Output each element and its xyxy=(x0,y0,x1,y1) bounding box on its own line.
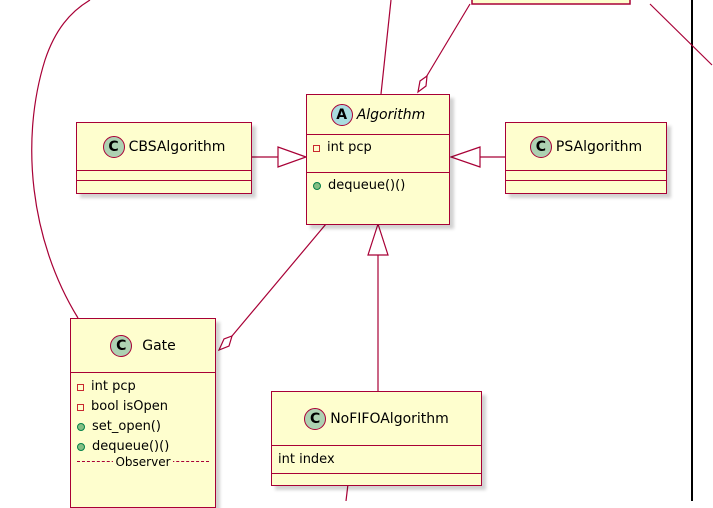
class-cbsalgorithm[interactable]: C CBSAlgorithm xyxy=(76,122,252,194)
class-nofifoalgorithm[interactable]: C NoFIFOAlgorithm int index xyxy=(271,391,482,486)
abstract-class-icon: A xyxy=(330,103,353,126)
observer-separator: Observer xyxy=(77,455,209,476)
class-algorithm-name: Algorithm xyxy=(356,106,426,123)
method: set_open() xyxy=(77,417,209,437)
inheritance-arrow-cbs xyxy=(277,146,308,168)
class-nofifoalgorithm-fields: int index xyxy=(272,446,481,474)
public-icon xyxy=(77,423,85,431)
upper-class-box-edge xyxy=(471,0,631,5)
class-gate-name: Gate xyxy=(142,337,176,354)
class-icon: C xyxy=(102,135,125,158)
aggregation-algorithm-gate xyxy=(231,223,327,337)
class-icon: C xyxy=(304,407,327,430)
class-psalgorithm-fields xyxy=(506,171,666,181)
private-icon xyxy=(313,144,320,152)
private-icon xyxy=(77,403,84,411)
field: int pcp xyxy=(313,138,443,158)
aggregation-diamond-gate xyxy=(217,335,233,352)
class-algorithm-methods: dequeue()() xyxy=(307,173,449,199)
class-cbsalgorithm-name: CBSAlgorithm xyxy=(128,138,226,155)
class-psalgorithm[interactable]: C PSAlgorithm xyxy=(505,122,667,194)
association-nofifo-lower xyxy=(345,483,349,501)
class-nofifoalgorithm-methods xyxy=(272,474,481,484)
class-algorithm[interactable]: A Algorithm int pcp dequeue()() xyxy=(306,94,450,225)
class-gate-members: int pcp bool isOpen set_open() dequeue()… xyxy=(71,373,215,479)
private-icon xyxy=(77,383,84,391)
class-psalgorithm-header: C PSAlgorithm xyxy=(506,123,666,171)
public-icon xyxy=(77,443,85,451)
field: int index xyxy=(278,452,335,467)
association-algorithm-upper xyxy=(380,0,392,95)
field: int pcp xyxy=(77,377,209,397)
class-gate-header: C Gate xyxy=(71,319,215,373)
aggregation-diamond-algorithm xyxy=(417,74,428,94)
class-psalgorithm-name: PSAlgorithm xyxy=(555,138,643,155)
aggregation-upper-algorithm xyxy=(424,3,471,80)
class-algorithm-fields: int pcp xyxy=(307,135,449,173)
class-nofifoalgorithm-header: C NoFIFOAlgorithm xyxy=(272,392,481,446)
inheritance-arrow-ps xyxy=(449,146,481,168)
class-icon: C xyxy=(529,135,552,158)
field: bool isOpen xyxy=(77,397,209,417)
class-algorithm-header: A Algorithm xyxy=(307,95,449,135)
class-nofifoalgorithm-name: NoFIFOAlgorithm xyxy=(330,410,449,427)
public-icon xyxy=(313,182,321,190)
class-cbsalgorithm-fields xyxy=(77,171,251,181)
association-gate-upper xyxy=(31,0,91,319)
class-psalgorithm-methods xyxy=(506,181,666,191)
class-gate[interactable]: C Gate int pcp bool isOpen set_open() de… xyxy=(70,318,216,508)
method: dequeue()() xyxy=(77,437,209,457)
class-icon: C xyxy=(110,334,133,357)
class-cbsalgorithm-methods xyxy=(77,181,251,191)
inheritance-arrow-nofifo xyxy=(367,222,389,256)
method: dequeue()() xyxy=(313,176,443,196)
association-upper-right xyxy=(649,3,713,66)
class-cbsalgorithm-header: C CBSAlgorithm xyxy=(77,123,251,171)
